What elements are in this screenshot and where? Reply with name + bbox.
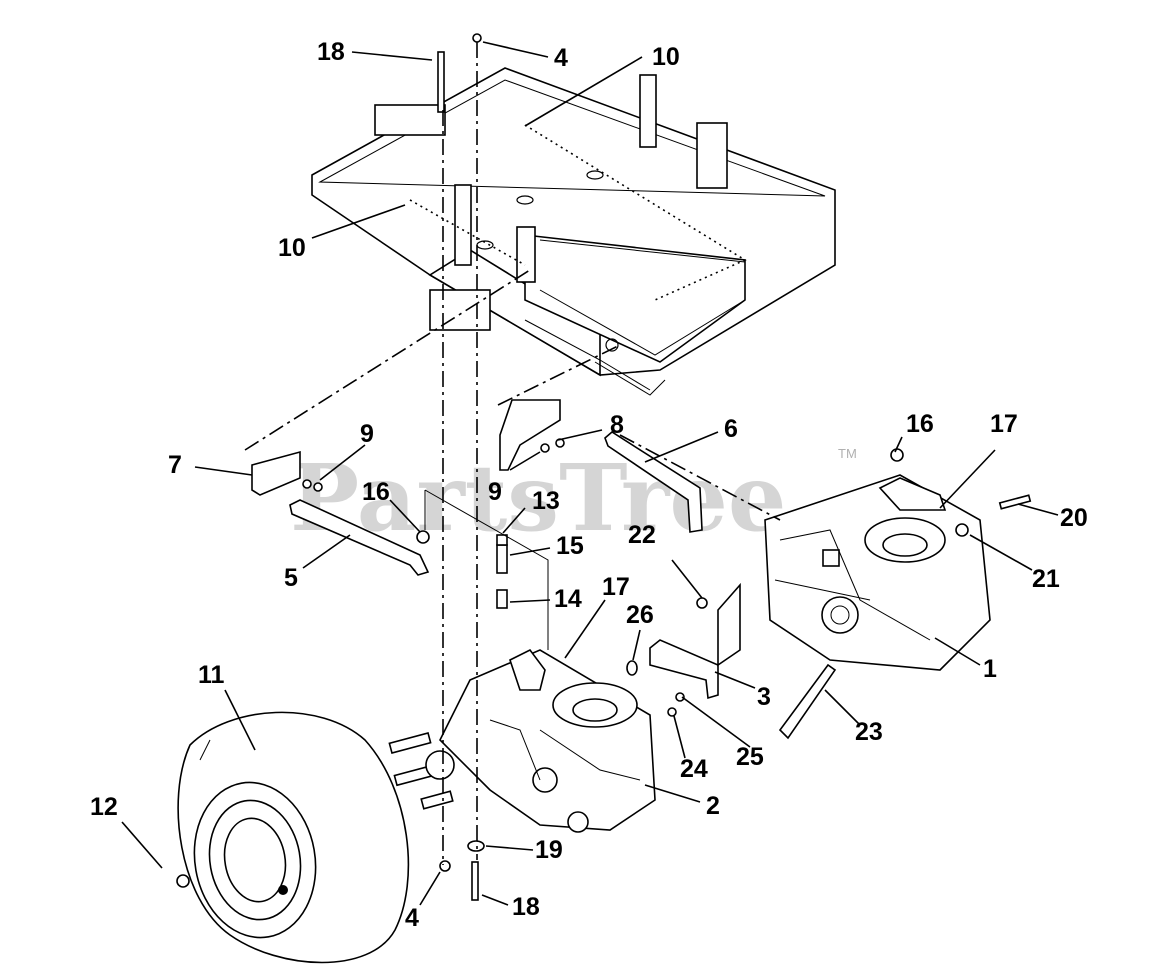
callout-11: 11 bbox=[198, 661, 225, 689]
callout-17-right: 17 bbox=[990, 410, 1018, 438]
callout-16-left: 16 bbox=[362, 478, 390, 506]
callout-5: 5 bbox=[284, 564, 298, 592]
callout-4-bottom: 4 bbox=[405, 904, 419, 932]
rod-6 bbox=[604, 431, 703, 533]
callout-16-right: 16 bbox=[906, 410, 934, 438]
callout-8: 8 bbox=[610, 411, 624, 439]
fitting-14 bbox=[496, 589, 508, 609]
callout-9-left: 9 bbox=[360, 420, 374, 448]
callout-7: 7 bbox=[168, 451, 182, 479]
callout-13: 13 bbox=[532, 487, 560, 515]
callout-1: 1 bbox=[983, 655, 997, 683]
callout-3: 3 bbox=[757, 683, 771, 711]
fasteners bbox=[176, 33, 1032, 901]
callout-21: 21 bbox=[1032, 565, 1060, 593]
callout-12: 12 bbox=[90, 793, 118, 821]
fitting-13 bbox=[496, 534, 508, 546]
callout-23: 23 bbox=[855, 718, 883, 746]
bracket-3-side bbox=[717, 582, 741, 667]
callout-14: 14 bbox=[554, 585, 582, 613]
callout-6: 6 bbox=[724, 415, 738, 443]
callout-22: 22 bbox=[628, 521, 656, 549]
fitting-15 bbox=[496, 544, 508, 574]
callout-4-top: 4 bbox=[554, 44, 568, 72]
callout-10-left: 10 bbox=[278, 234, 306, 262]
hydro-transaxle-right-icon bbox=[764, 474, 991, 671]
callout-26: 26 bbox=[626, 601, 654, 629]
leader-lines bbox=[121, 41, 1059, 906]
callout-2: 2 bbox=[706, 792, 720, 820]
axle-studs bbox=[388, 732, 455, 810]
hydro-transaxle-left-icon bbox=[388, 648, 656, 833]
chassis-frame-icon bbox=[311, 67, 836, 396]
bracket-9 bbox=[499, 399, 561, 471]
shaft-23 bbox=[778, 663, 837, 740]
callout-20: 20 bbox=[1060, 504, 1088, 532]
bracket-7 bbox=[251, 450, 301, 496]
tire-wheel-icon bbox=[177, 711, 410, 964]
callout-18-bottom: 18 bbox=[512, 893, 540, 921]
callout-25: 25 bbox=[736, 743, 764, 771]
rod-5 bbox=[289, 499, 430, 576]
callout-15: 15 bbox=[556, 532, 584, 560]
callout-9-center: 9 bbox=[488, 478, 502, 506]
brackets bbox=[251, 399, 837, 740]
callout-19: 19 bbox=[535, 836, 563, 864]
watermark-trademark: TM bbox=[838, 446, 857, 461]
bracket-3 bbox=[649, 639, 719, 700]
assembly-lines bbox=[244, 42, 781, 865]
callout-24: 24 bbox=[680, 755, 708, 783]
callout-17-left: 17 bbox=[602, 573, 630, 601]
callout-10-right: 10 bbox=[652, 43, 680, 71]
callout-18-top: 18 bbox=[317, 38, 345, 66]
callouts: 18 4 10 10 9 7 8 6 16 17 9 16 13 15 5 14… bbox=[90, 38, 1088, 932]
